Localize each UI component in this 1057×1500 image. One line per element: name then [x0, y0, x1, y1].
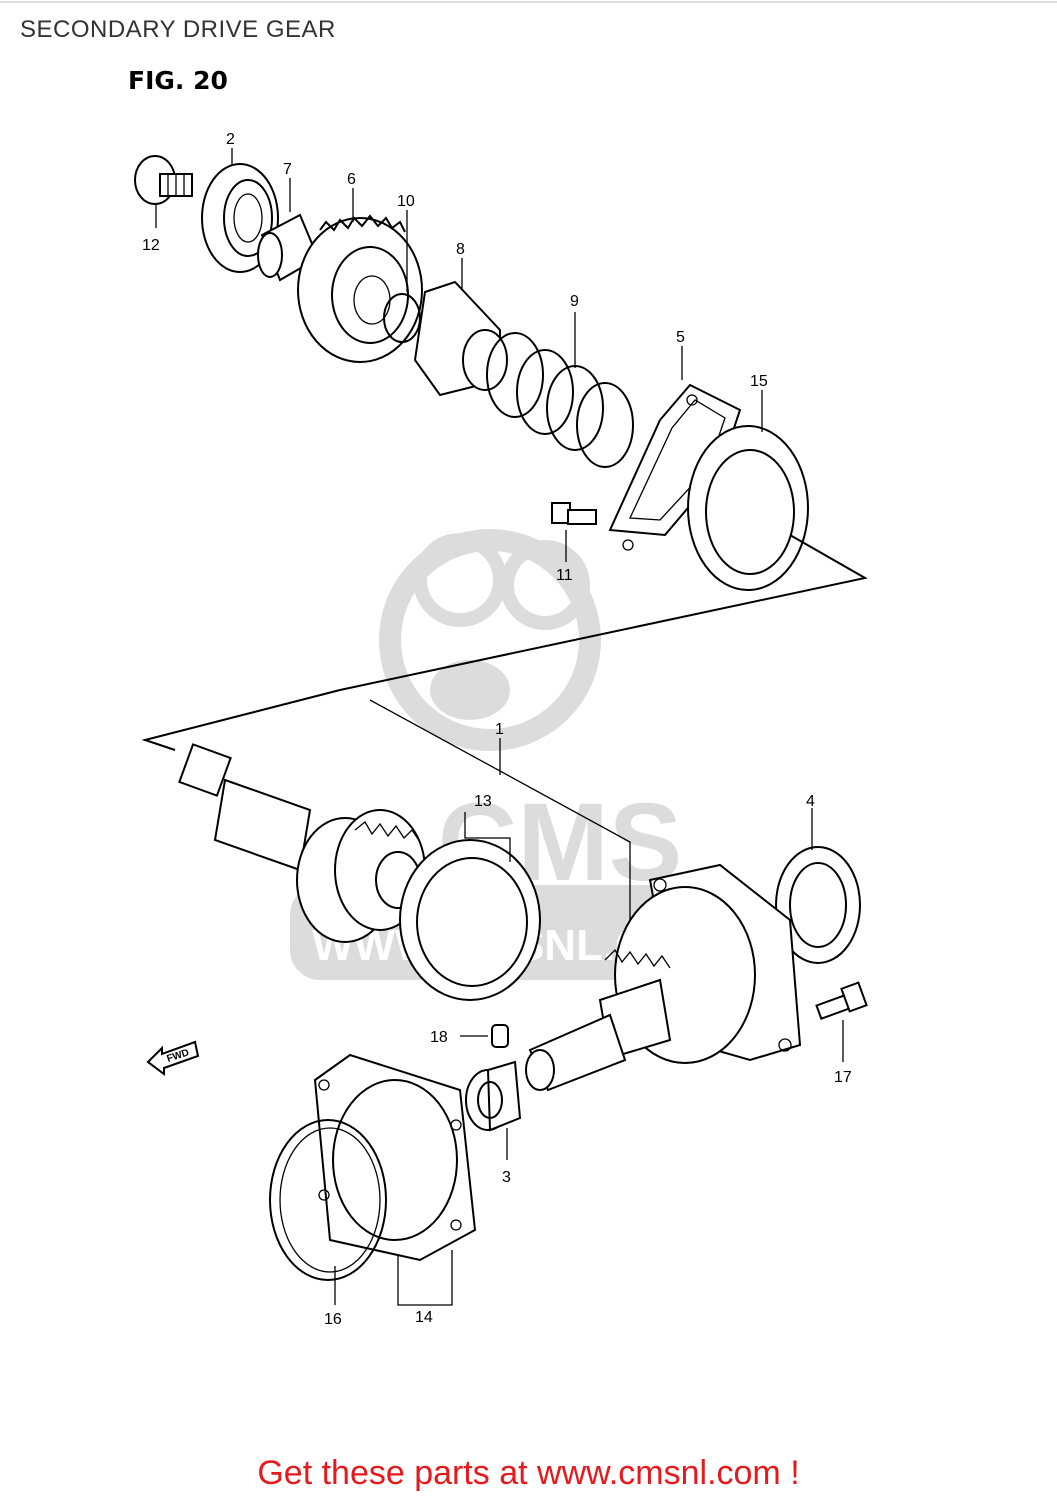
part-label-16: 16	[324, 1311, 342, 1328]
part-label-8: 8	[456, 241, 465, 258]
part-18-pin	[460, 1024, 509, 1048]
part-label-6: 6	[347, 171, 356, 188]
part-label-14: 14	[415, 1309, 433, 1326]
part-4-oil-seal	[775, 808, 861, 964]
part-8-cam	[413, 258, 508, 397]
alignment-line	[141, 534, 868, 751]
part-label-18: 18	[430, 1029, 448, 1046]
get-parts-link[interactable]: Get these parts at www.cmsnl.com !	[257, 1454, 800, 1492]
part-3-needle-bearing	[465, 1060, 522, 1160]
part-label-7: 7	[283, 161, 292, 178]
part-5-gasket	[608, 346, 742, 551]
part-label-15: 15	[750, 373, 768, 390]
part-label-11: 11	[556, 567, 573, 584]
part-label-3: 3	[502, 1169, 511, 1186]
part-label-4: 4	[806, 793, 815, 810]
part-label-1: 1	[495, 721, 504, 738]
part-label-2: 2	[226, 131, 235, 148]
part-12-bolt	[134, 155, 193, 228]
part-label-12: 12	[142, 237, 160, 254]
part-label-10: 10	[397, 193, 415, 210]
part-label-17: 17	[834, 1069, 852, 1086]
part-label-9: 9	[570, 293, 579, 310]
part-11-bolt	[551, 502, 597, 562]
part-14-cover	[313, 1053, 477, 1306]
part-1-drive-gear-shaft	[178, 699, 631, 1000]
part-housing-pinion	[525, 863, 802, 1092]
part-10-circlip	[383, 210, 421, 343]
part-label-13: 13	[474, 793, 492, 810]
part-17-bolt	[815, 981, 868, 1062]
fwd-arrow-icon: FWD	[146, 1040, 200, 1076]
page-title: SECONDARY DRIVE GEAR	[20, 16, 336, 43]
part-13-ring	[399, 812, 541, 1001]
part-label-5: 5	[676, 329, 685, 346]
part-9-spring	[486, 312, 634, 468]
figure-label: FIG. 20	[128, 66, 228, 95]
part-16-o-ring	[269, 1119, 387, 1305]
part-15-shim	[687, 390, 809, 591]
part-6-gear	[297, 188, 423, 363]
